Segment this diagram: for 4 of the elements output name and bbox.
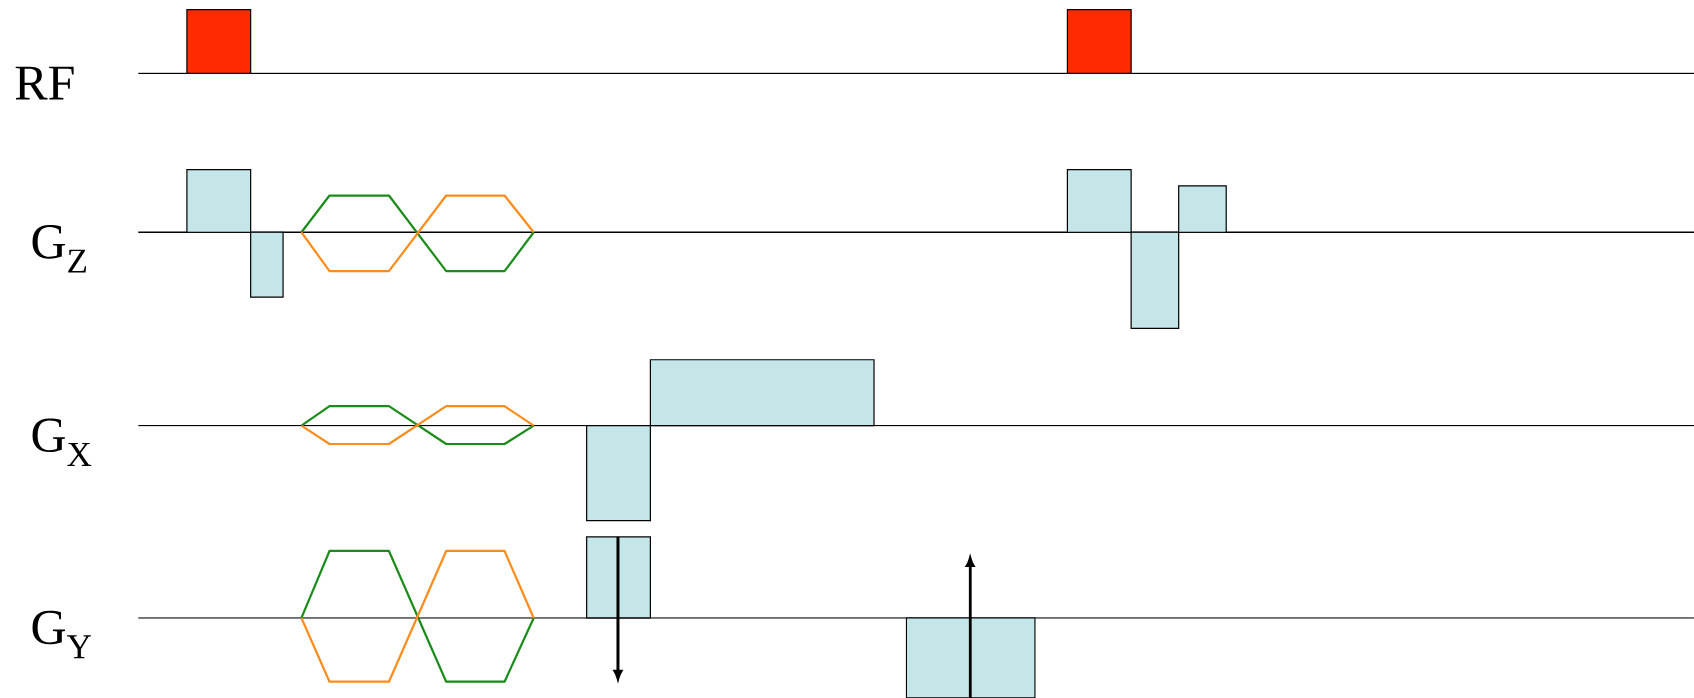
axis-label: G$_{Z}$ xyxy=(32,225,87,273)
axis-label: G$_{X}$ xyxy=(32,418,92,466)
axis-label: G$_{Y}$ xyxy=(32,610,91,659)
axis-label: RF xyxy=(15,66,74,100)
